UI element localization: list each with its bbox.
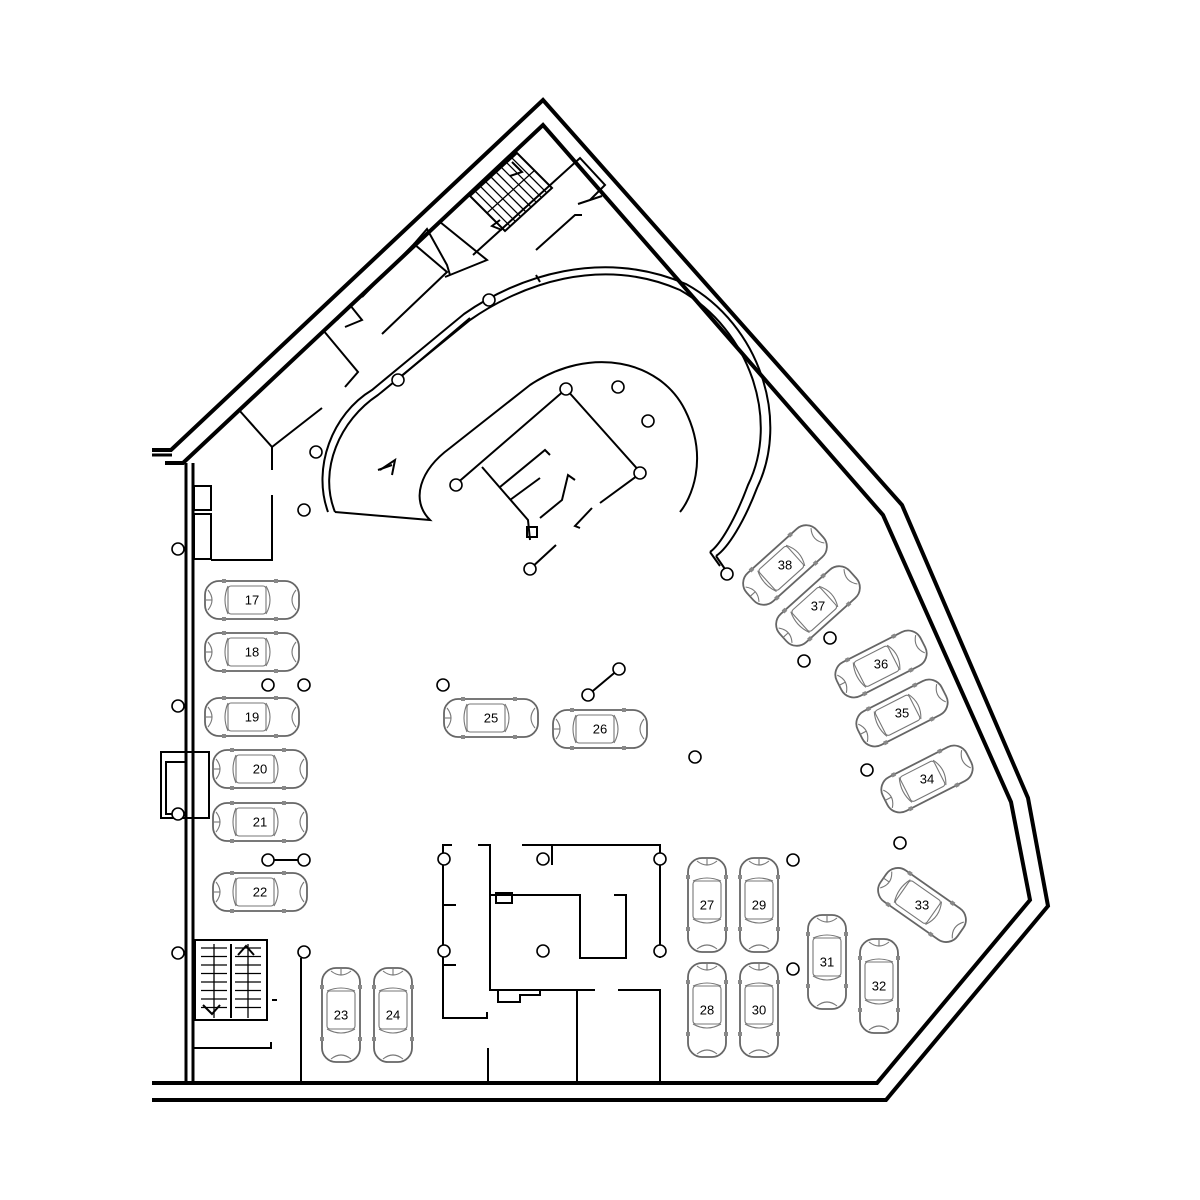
- parking-space-34[interactable]: 34: [876, 739, 979, 819]
- parking-space-number: 37: [811, 599, 825, 614]
- column-18: [633, 466, 647, 480]
- column-3: [309, 445, 323, 459]
- parking-space-30[interactable]: 30: [738, 962, 780, 1058]
- parking-space-number: 26: [593, 722, 607, 737]
- parking-space-35[interactable]: 35: [851, 673, 954, 753]
- column-35: [786, 853, 800, 867]
- column-28: [688, 750, 702, 764]
- parking-space-number: 36: [874, 657, 888, 672]
- column-17: [641, 414, 655, 428]
- column-7: [171, 807, 185, 821]
- parking-space-number: 38: [778, 558, 792, 573]
- column-10: [297, 678, 311, 692]
- parking-space-23[interactable]: 23: [320, 967, 362, 1063]
- parking-space-number: 31: [820, 955, 834, 970]
- column-12: [297, 853, 311, 867]
- column-29: [437, 852, 451, 866]
- parking-space-number: 22: [253, 885, 267, 900]
- column-27: [612, 662, 626, 676]
- column-26: [581, 688, 595, 702]
- parking-space-number: 25: [484, 711, 498, 726]
- column-23: [797, 654, 811, 668]
- parking-space-number: 27: [700, 898, 714, 913]
- parking-space-26[interactable]: 26: [552, 708, 648, 750]
- column-2: [391, 373, 405, 387]
- parking-space-33[interactable]: 33: [871, 861, 972, 949]
- left-wall-recess: [160, 751, 210, 819]
- parking-space-number: 30: [752, 1003, 766, 1018]
- parking-space-number: 35: [895, 706, 909, 721]
- column-21: [720, 567, 734, 581]
- column-5: [171, 542, 185, 556]
- parking-space-number: 33: [915, 898, 929, 913]
- parking-space-number: 34: [920, 772, 934, 787]
- column-9: [261, 678, 275, 692]
- parking-space-19[interactable]: 19: [204, 696, 300, 738]
- column-22: [823, 631, 837, 645]
- parking-space-18[interactable]: 18: [204, 631, 300, 673]
- column-13: [436, 678, 450, 692]
- parking-space-number: 19: [245, 710, 259, 725]
- parking-space-number: 18: [245, 645, 259, 660]
- parking-space-25[interactable]: 25: [443, 697, 539, 739]
- column-33: [536, 944, 550, 958]
- column-4: [297, 503, 311, 517]
- parking-spaces: 17 18 19 20 21 22 23 24 25 26 27 28 29 30 31 32 33 34 35 36…: [204, 518, 979, 1063]
- parking-space-number: 28: [700, 1003, 714, 1018]
- service-rooms: [193, 156, 607, 561]
- parking-space-20[interactable]: 20: [212, 748, 308, 790]
- parking-space-17[interactable]: 17: [204, 579, 300, 621]
- parking-space-37[interactable]: 37: [769, 559, 867, 653]
- column-31: [653, 852, 667, 866]
- column-14: [297, 945, 311, 959]
- column-16: [611, 380, 625, 394]
- structural-columns: [171, 293, 907, 976]
- parking-space-number: 32: [872, 979, 886, 994]
- column-32: [437, 944, 451, 958]
- parking-space-27[interactable]: 27: [686, 857, 728, 953]
- car-body: [775, 565, 861, 647]
- column-20: [523, 562, 537, 576]
- column-36: [786, 962, 800, 976]
- parking-space-number: 29: [752, 898, 766, 913]
- parking-space-number: 20: [253, 762, 267, 777]
- parking-space-29[interactable]: 29: [738, 857, 780, 953]
- column-15: [559, 382, 573, 396]
- parking-space-24[interactable]: 24: [372, 967, 414, 1063]
- parking-space-38[interactable]: 38: [736, 518, 834, 612]
- column-19: [449, 478, 463, 492]
- ramp-core: [454, 387, 643, 570]
- column-8: [171, 946, 185, 960]
- column-25: [893, 836, 907, 850]
- parking-space-21[interactable]: 21: [212, 801, 308, 843]
- parking-space-22[interactable]: 22: [212, 871, 308, 913]
- parking-space-number: 23: [334, 1008, 348, 1023]
- column-1: [482, 293, 496, 307]
- car-body: [742, 524, 828, 606]
- parking-space-31[interactable]: 31: [806, 914, 848, 1010]
- left-stair: [194, 939, 277, 1049]
- column-24: [860, 763, 874, 777]
- top-stair: [468, 151, 554, 233]
- parking-space-36[interactable]: 36: [830, 624, 933, 704]
- parking-space-28[interactable]: 28: [686, 962, 728, 1058]
- column-6: [171, 699, 185, 713]
- column-11: [261, 853, 275, 867]
- parking-space-number: 21: [253, 815, 267, 830]
- parking-space-32[interactable]: 32: [858, 938, 900, 1034]
- parking-space-number: 17: [245, 593, 259, 608]
- ramp: [321, 266, 772, 573]
- column-30: [536, 852, 550, 866]
- column-34: [653, 944, 667, 958]
- parking-space-number: 24: [386, 1008, 400, 1023]
